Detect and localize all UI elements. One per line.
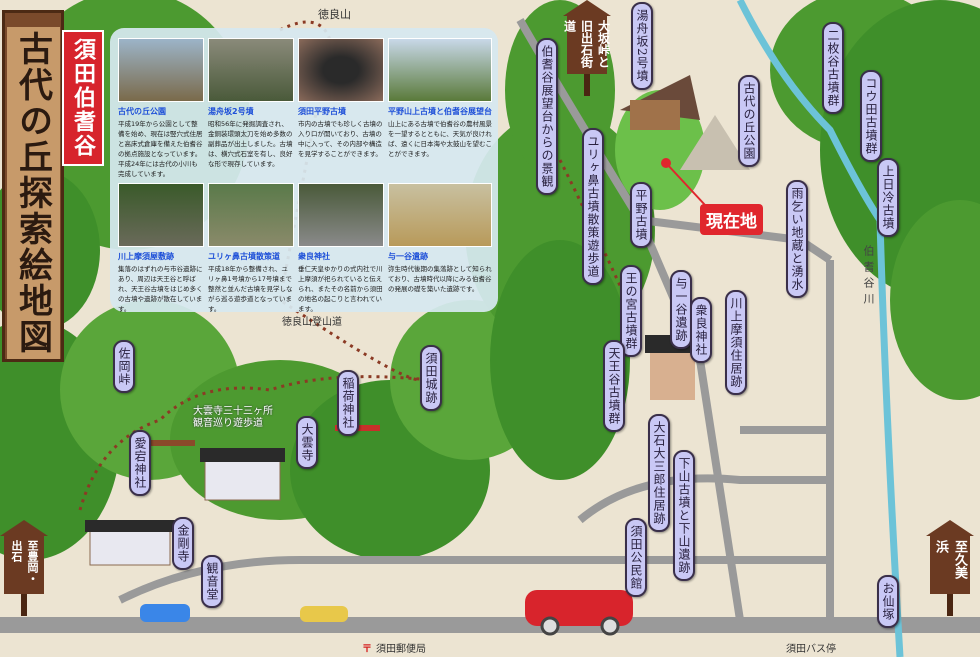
sign-toyooka: 至豊岡・出石 — [0, 520, 48, 616]
kannon-trail-label-2: 観音巡り遊歩道 — [193, 418, 263, 429]
label-kawakami: 川上摩須住居跡 — [725, 290, 747, 395]
label-kannondo: 観音堂 — [201, 555, 223, 608]
card-description: 市内の古墳でも珍しく古墳の入り口が開いており、古墳の中に入って、その内部や構造を… — [298, 120, 383, 158]
card-title: 須田平野古墳 — [298, 107, 346, 116]
label-kouda: コウ田古墳群 — [860, 70, 882, 162]
vehicles — [140, 590, 633, 636]
current-location-label: 現在地 — [700, 204, 763, 235]
label-saoka: 佐岡峠 — [113, 340, 135, 393]
label-hirano: 平野古墳 — [630, 182, 652, 248]
card-description: 集落のはずれの与市谷遺跡にあり、周辺は天王谷と呼ばれ、天王谷古墳をはじめ多くの古… — [118, 265, 203, 313]
photo-image — [208, 38, 294, 102]
photo-image — [118, 183, 204, 247]
buildings — [85, 75, 750, 566]
label-sudajo: 須田城跡 — [420, 345, 442, 411]
label-shimoyama: 下山古墳と下山遺跡 — [673, 450, 695, 581]
label-kodai-park: 古代の丘公園 — [738, 75, 760, 167]
info-card: 与一谷遺跡弥生時代後期の集落跡として知られており、古墳時代以降にみる伯耆谷の発展… — [388, 183, 492, 314]
card-description: 昭和56年に発掘調査され、金銅装環頭太刀を始め多数の副葬品が出土しました。古墳は… — [208, 120, 293, 168]
info-card: 湯舟坂2号墳昭和56年に発掘調査され、金銅装環頭太刀を始め多数の副葬品が出土しま… — [208, 38, 294, 179]
photo-image — [388, 38, 492, 102]
label-tenbodai: 伯耆谷展望台からの景観 — [536, 38, 558, 195]
label-daiunji: 大雲寺 — [296, 416, 318, 469]
label-ounomiya: 王の宮古墳群 — [620, 265, 642, 357]
map-subtitle: 須田伯耆谷 — [62, 30, 104, 166]
photo-image — [298, 38, 384, 102]
bus-stop-label: 須田バス停 — [786, 644, 836, 655]
info-card: 須田平野古墳市内の古墳でも珍しく古墳の入り口が開いており、古墳の中に入って、その… — [298, 38, 384, 179]
photo-image — [298, 183, 384, 247]
label-kongoji: 金剛寺 — [172, 517, 194, 570]
label-atago: 愛宕神社 — [129, 430, 151, 496]
card-description: 垂仁天皇ゆかりの式内社で川上摩須が祀られていると伝えられ、またその名前から須田の… — [298, 265, 383, 313]
card-description: 平成18年から整備され、ユリヶ鼻1号墳から17号墳まで整然と並んだ古墳を見学しな… — [208, 265, 293, 313]
info-card: 平野山上古墳と伯耆谷展望台山上にある古墳で伯耆谷の農村風景を一望するとともに、天… — [388, 38, 492, 179]
label-amagoi: 雨乞い地蔵と湧水 — [786, 180, 808, 298]
post-office-icon: 〒 — [362, 644, 372, 655]
label-yurigahana: ユリヶ鼻古墳散策遊歩道 — [582, 128, 604, 285]
map-title: 古代の丘探索絵地図 — [6, 27, 60, 359]
photo-image — [118, 38, 204, 102]
map-title-board: 古代の丘探索絵地図 — [2, 10, 64, 362]
post-office-name: 須田郵便局 — [376, 644, 426, 655]
label-inari: 稲荷神社 — [337, 370, 359, 436]
card-title: ユリヶ鼻古墳散策道 — [208, 252, 280, 261]
river-label: 伯耆谷川 — [862, 245, 875, 309]
photo-image — [208, 183, 294, 247]
sign-kumihama: 至久美浜 — [926, 520, 974, 616]
info-card: 古代の丘公園平成19年から公園として整備を始め、現在は竪穴式住居と高床式倉庫を備… — [118, 38, 204, 179]
label-nimaidani: 二枚谷古墳群 — [822, 22, 844, 114]
card-title: 与一谷遺跡 — [388, 252, 428, 261]
label-shura: 衆良神社 — [690, 297, 712, 363]
label-kominkan: 須田公民館 — [625, 518, 647, 597]
sign-osaka: 大坂峠と旧出石街道 — [563, 0, 611, 96]
river — [736, 0, 904, 657]
label-oishi: 大石大三郎住居跡 — [648, 414, 670, 532]
label-tokurayama: 徳良山 — [318, 8, 351, 21]
card-title: 平野山上古墳と伯耆谷展望台 — [388, 107, 492, 116]
info-panel: 古代の丘公園平成19年から公園として整備を始め、現在は竪穴式住居と高床式倉庫を備… — [110, 28, 498, 314]
label-osenzuka: お仙塚 — [877, 575, 899, 628]
label-kamihiyashi: 上日冷古墳 — [877, 158, 899, 237]
card-title: 衆良神社 — [298, 252, 330, 261]
photo-image — [388, 183, 492, 247]
label-tennodani: 天王谷古墳群 — [603, 340, 625, 432]
current-location-marker — [661, 158, 706, 206]
trail-label: 徳良山登山道 — [282, 317, 342, 328]
card-description: 平成19年から公園として整備を始め、現在は竪穴式住居と高床式倉庫を備えた伯耆谷の… — [118, 120, 203, 178]
post-office-label: 〒須田郵便局 — [362, 640, 426, 655]
card-title: 古代の丘公園 — [118, 107, 166, 116]
card-description: 山上にある古墳で伯耆谷の農村風景を一望するとともに、天気が良ければ、遠くに日本海… — [388, 120, 492, 158]
info-card: ユリヶ鼻古墳散策道平成18年から整備され、ユリヶ鼻1号墳から17号墳まで整然と並… — [208, 183, 294, 314]
label-yoichidani: 与一谷遺跡 — [670, 270, 692, 349]
card-title: 川上摩須屋敷跡 — [118, 252, 174, 261]
info-card: 川上摩須屋敷跡集落のはずれの与市谷遺跡にあり、周辺は天王谷と呼ばれ、天王谷古墳を… — [118, 183, 204, 314]
label-yufunezaka: 湯舟坂2号墳 — [631, 2, 653, 90]
card-title: 湯舟坂2号墳 — [208, 107, 254, 116]
card-description: 弥生時代後期の集落跡として知られており、古墳時代以降にみる伯耆谷の発展の礎を築い… — [388, 265, 492, 293]
kannon-trail-label-1: 大雲寺三十三ヶ所 — [193, 406, 273, 417]
info-card: 衆良神社垂仁天皇ゆかりの式内社で川上摩須が祀られていると伝えられ、またその名前か… — [298, 183, 384, 314]
